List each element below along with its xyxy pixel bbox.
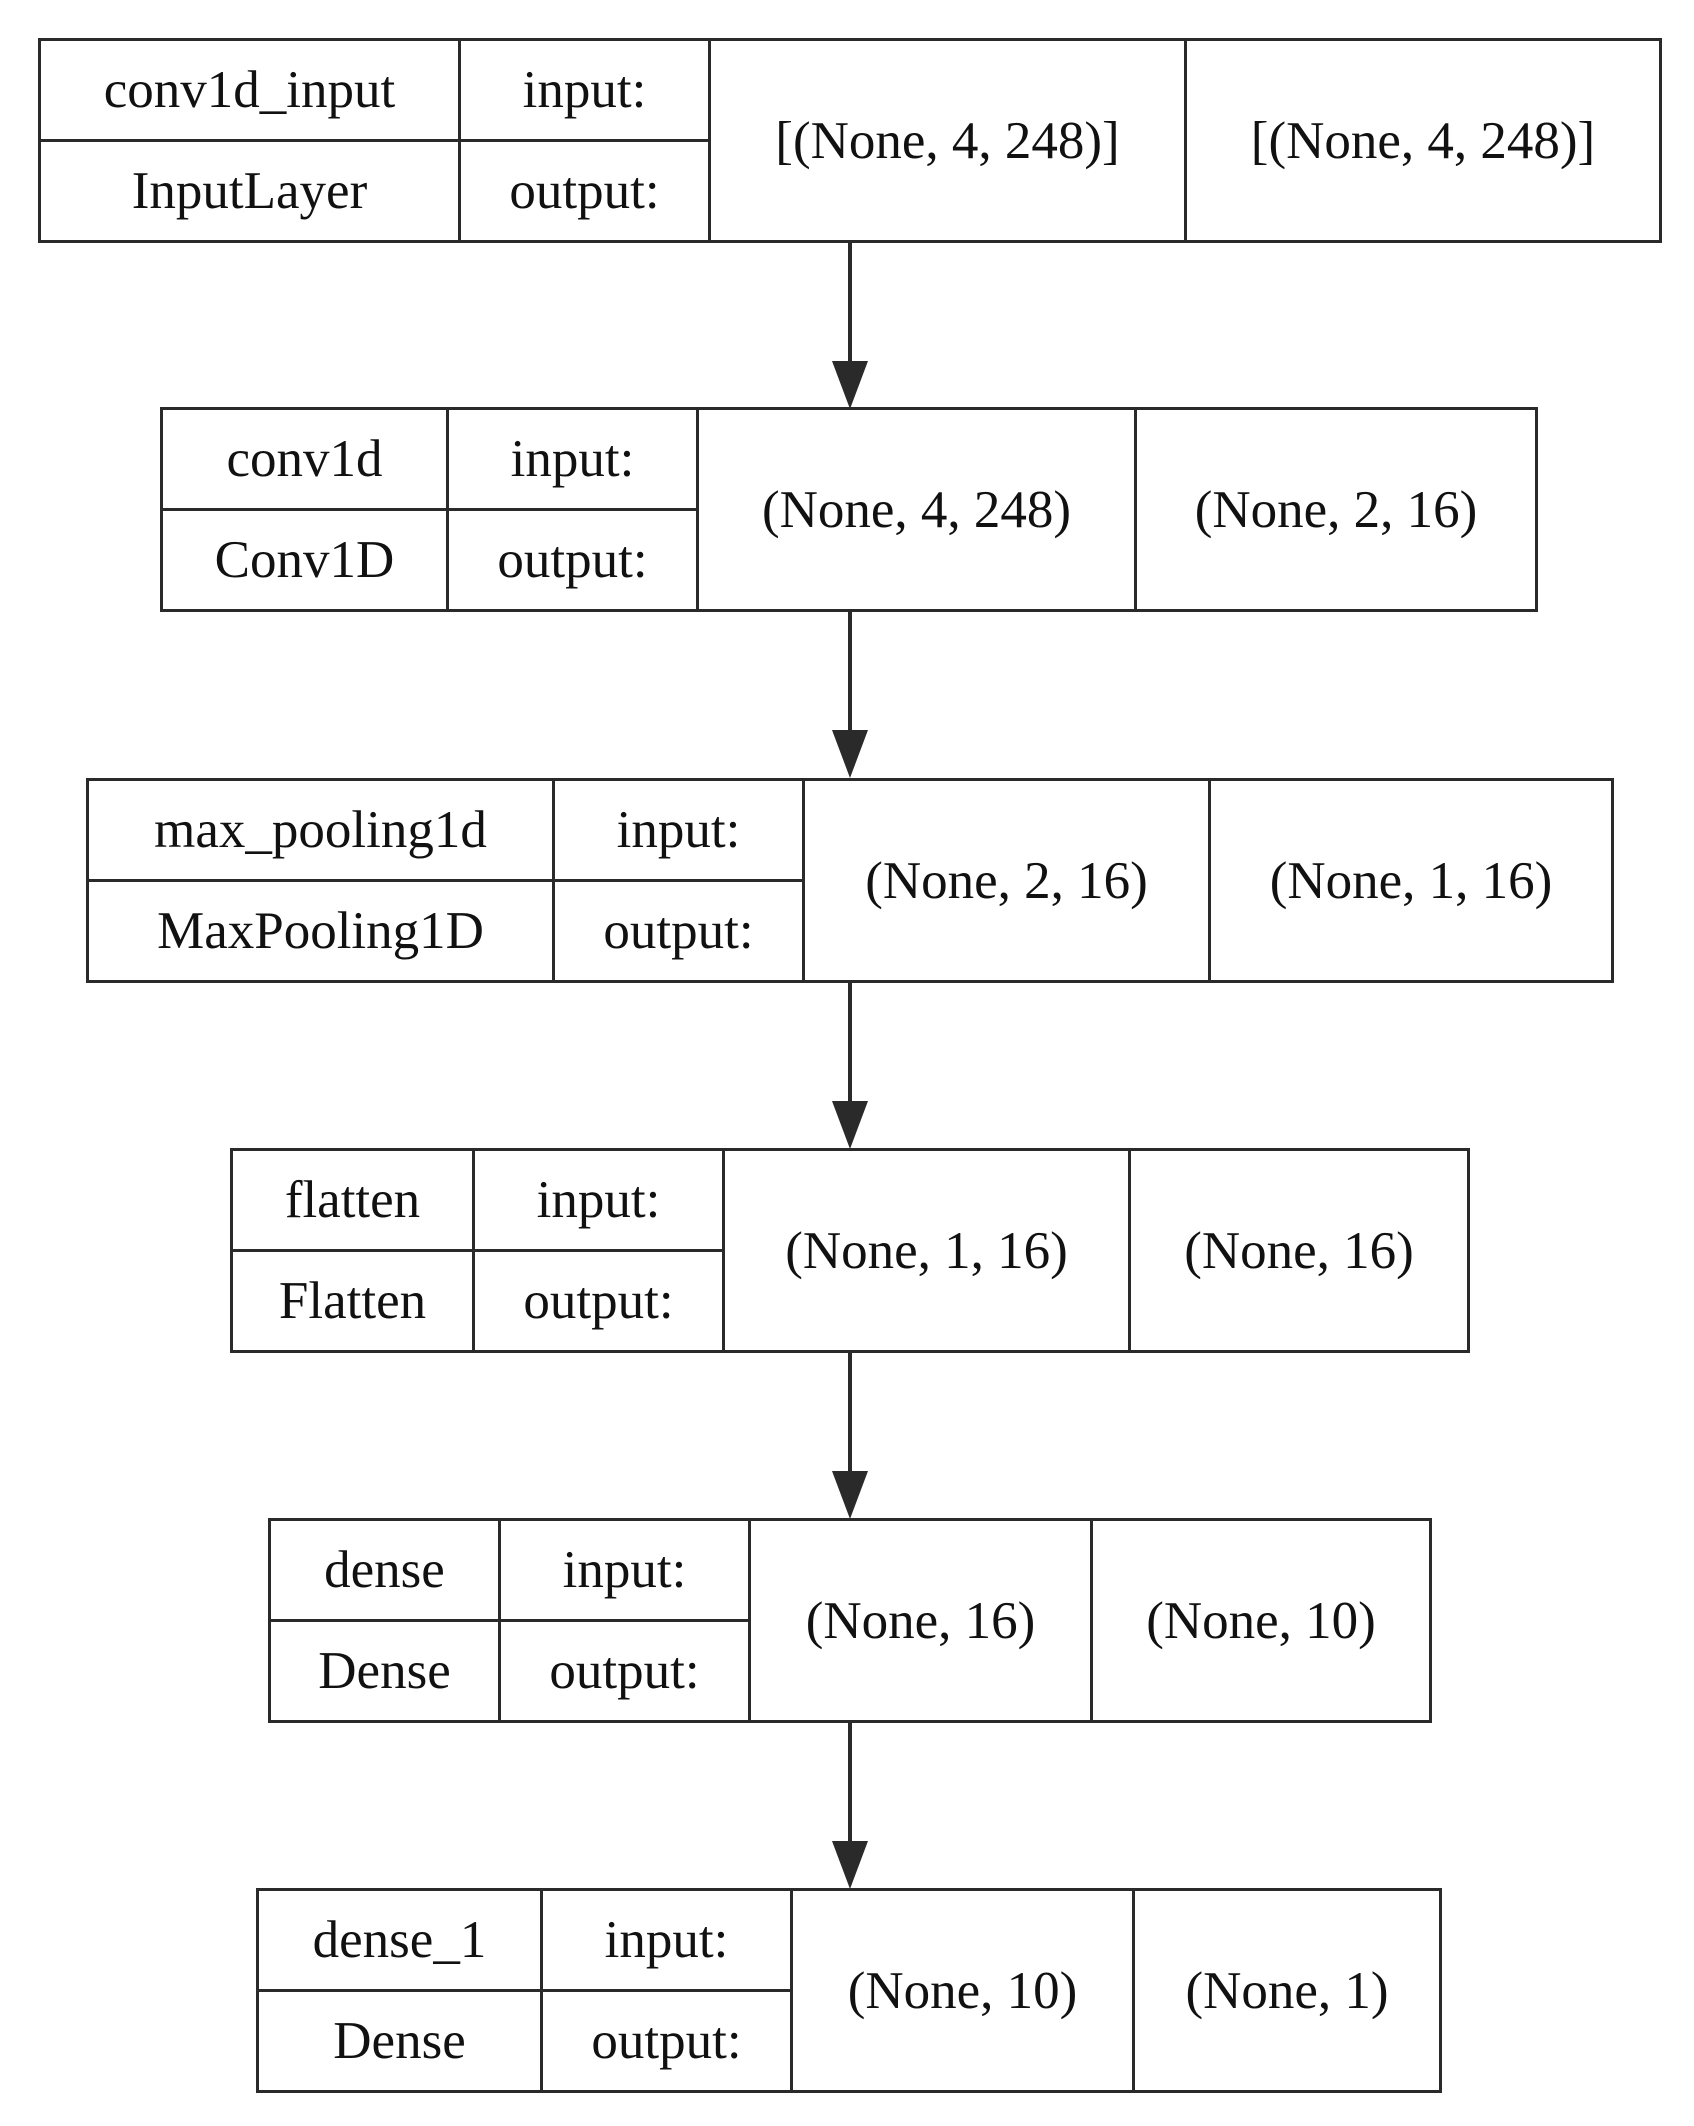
input-shape: (None, 2, 16): [865, 851, 1148, 910]
edge-arrow-line: [848, 1353, 852, 1473]
input-shape-cell: (None, 2, 16): [805, 781, 1211, 980]
output-shape-cell: (None, 10): [1093, 1521, 1429, 1720]
layer-type: MaxPooling1D: [157, 902, 484, 960]
edge-arrow-line: [848, 1723, 852, 1843]
layer-name: conv1d_input: [41, 41, 458, 142]
layer-name-cell: dense Dense: [271, 1521, 501, 1720]
io-label-cell: input: output:: [461, 41, 711, 240]
input-shape-cell: (None, 1, 16): [725, 1151, 1131, 1350]
layer-node-flatten: flatten Flatten input: output: (None, 1,…: [230, 1148, 1470, 1353]
layer-type: Conv1D: [214, 531, 395, 589]
edge-arrow-line: [848, 983, 852, 1103]
output-label: output:: [497, 531, 648, 589]
input-label: input:: [461, 41, 708, 142]
io-label-cell: input: output:: [475, 1151, 725, 1350]
output-shape: (None, 1): [1185, 1961, 1389, 2020]
layer-name: dense: [271, 1521, 498, 1622]
input-shape: (None, 16): [805, 1591, 1036, 1650]
layer-name-cell: flatten Flatten: [233, 1151, 475, 1350]
io-label-cell: input: output:: [449, 410, 699, 609]
layer-name-cell: conv1d Conv1D: [163, 410, 449, 609]
layer-type: Dense: [318, 1642, 451, 1700]
input-shape-cell: [(None, 4, 248)]: [711, 41, 1187, 240]
layer-type: Flatten: [278, 1272, 427, 1330]
output-shape: (None, 16): [1184, 1221, 1414, 1280]
output-label: output:: [591, 2012, 742, 2070]
layer-name-cell: max_pooling1d MaxPooling1D: [89, 781, 555, 980]
io-label-cell: input: output:: [555, 781, 805, 980]
output-shape-cell: (None, 2, 16): [1137, 410, 1535, 609]
layer-node-conv1d: conv1d Conv1D input: output: (None, 4, 2…: [160, 407, 1538, 612]
input-label: input:: [501, 1521, 748, 1622]
edge-arrowhead: [832, 1101, 868, 1149]
layer-name: max_pooling1d: [89, 781, 552, 882]
edge-arrowhead: [832, 730, 868, 778]
input-label: input:: [555, 781, 802, 882]
input-label: input:: [543, 1891, 790, 1992]
layer-node-conv1d-input: conv1d_input InputLayer input: output: […: [38, 38, 1662, 243]
input-shape: [(None, 4, 248)]: [775, 111, 1120, 170]
input-shape-cell: (None, 16): [751, 1521, 1093, 1720]
output-shape: (None, 1, 16): [1269, 851, 1553, 910]
input-shape: (None, 1, 16): [785, 1221, 1068, 1280]
output-shape-cell: (None, 1): [1135, 1891, 1439, 2090]
input-label: input:: [449, 410, 696, 511]
edge-arrowhead: [832, 1471, 868, 1519]
layer-name-cell: conv1d_input InputLayer: [41, 41, 461, 240]
edge-arrow-line: [848, 243, 852, 363]
input-shape: (None, 4, 248): [761, 480, 1072, 539]
output-label: output:: [509, 162, 660, 220]
input-shape-cell: (None, 4, 248): [699, 410, 1137, 609]
layer-type: InputLayer: [131, 162, 368, 220]
output-shape-cell: [(None, 4, 248)]: [1187, 41, 1659, 240]
output-shape-cell: (None, 16): [1131, 1151, 1467, 1350]
layer-type: Dense: [333, 2012, 466, 2070]
output-label: output:: [603, 902, 754, 960]
layer-node-max-pooling1d: max_pooling1d MaxPooling1D input: output…: [86, 778, 1614, 983]
output-label: output:: [549, 1642, 700, 1700]
layer-name: dense_1: [259, 1891, 540, 1992]
io-label-cell: input: output:: [501, 1521, 751, 1720]
input-label: input:: [475, 1151, 722, 1252]
output-shape-cell: (None, 1, 16): [1211, 781, 1611, 980]
edge-arrow-line: [848, 612, 852, 732]
edge-arrowhead: [832, 361, 868, 409]
output-label: output:: [523, 1272, 674, 1330]
layer-name: flatten: [233, 1151, 472, 1252]
layer-node-dense-1: dense_1 Dense input: output: (None, 10) …: [256, 1888, 1442, 2093]
layer-name-cell: dense_1 Dense: [259, 1891, 543, 2090]
output-shape: (None, 2, 16): [1194, 480, 1478, 539]
layer-node-dense: dense Dense input: output: (None, 16) (N…: [268, 1518, 1432, 1723]
input-shape: (None, 10): [847, 1961, 1078, 2020]
input-shape-cell: (None, 10): [793, 1891, 1135, 2090]
io-label-cell: input: output:: [543, 1891, 793, 2090]
output-shape: [(None, 4, 248)]: [1250, 111, 1596, 170]
layer-name: conv1d: [163, 410, 446, 511]
output-shape: (None, 10): [1146, 1591, 1376, 1650]
edge-arrowhead: [832, 1841, 868, 1889]
